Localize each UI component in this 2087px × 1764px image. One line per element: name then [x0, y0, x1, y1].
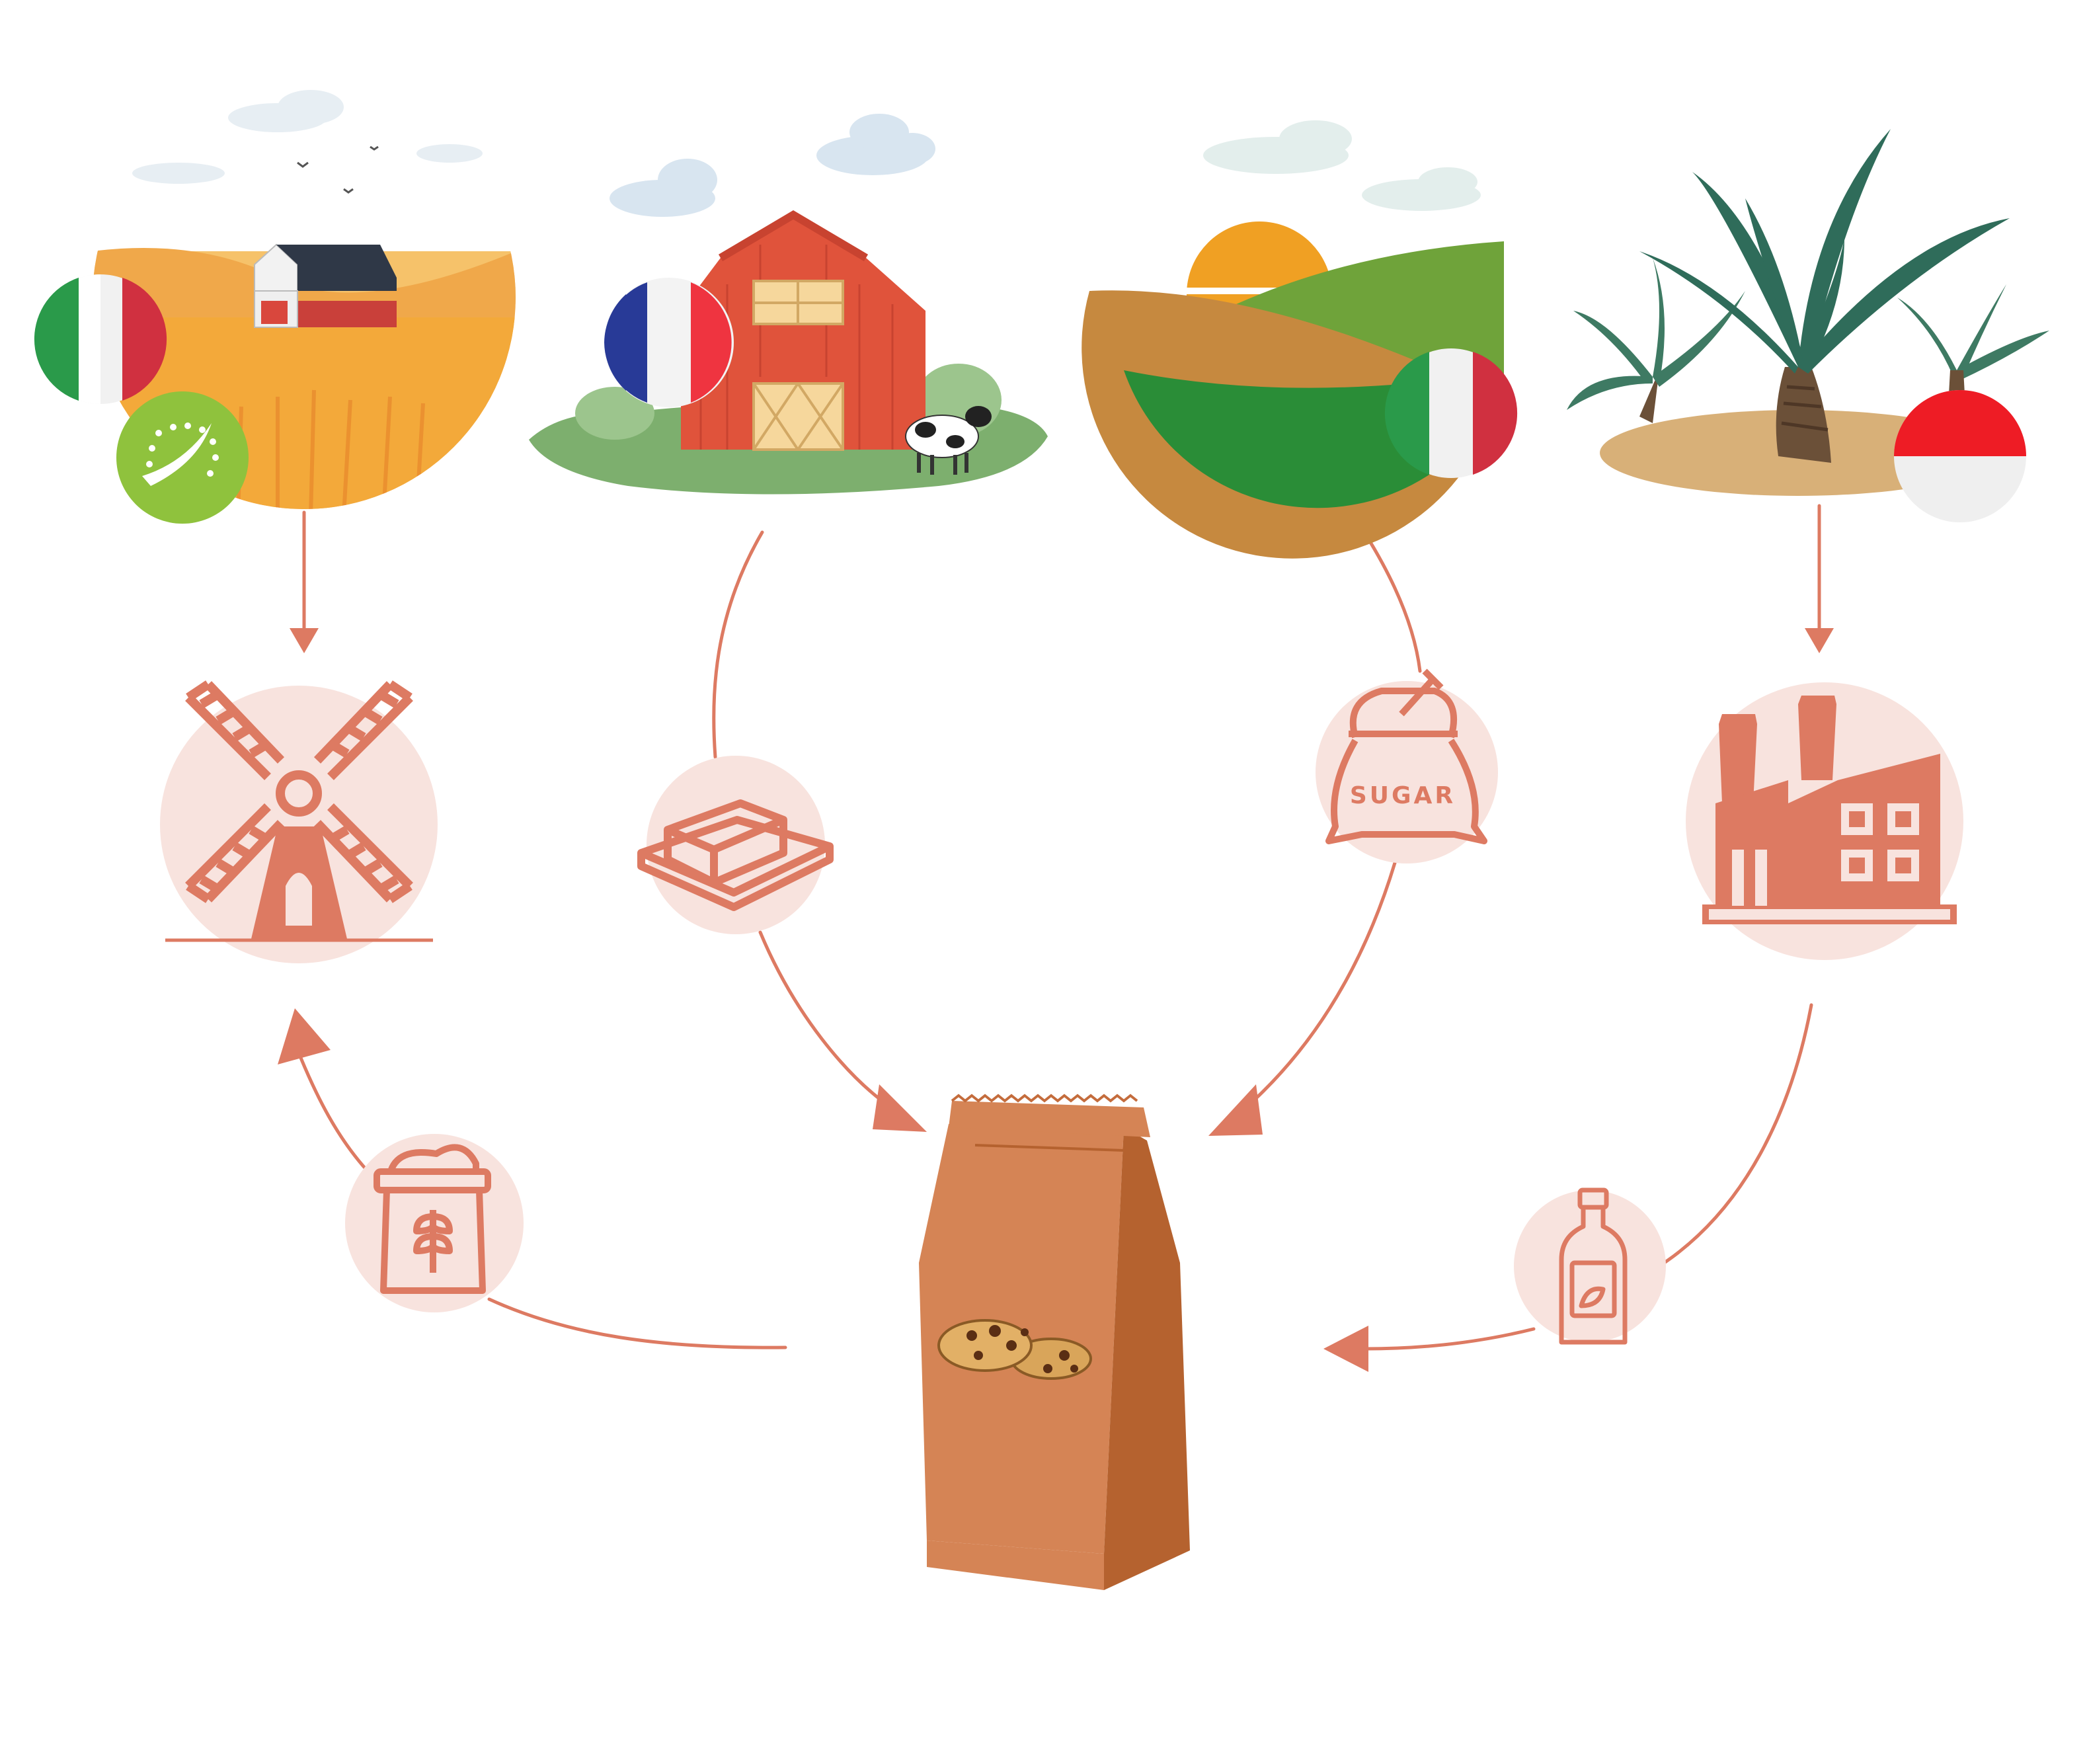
arrowhead-mill	[290, 628, 319, 653]
oil-node	[1514, 1187, 1666, 1345]
arrowhead-flour-mill	[278, 1008, 331, 1064]
arrowhead-factory	[1805, 628, 1834, 653]
arrowheads	[278, 628, 1834, 1372]
palm-fronds	[1639, 129, 2010, 374]
palm-plantation-scene	[1567, 129, 2049, 522]
cow	[905, 406, 992, 475]
arrow-oil-to-bag	[1363, 1327, 1536, 1351]
factory-node	[1686, 682, 1963, 960]
arrow-flour-to-mill	[299, 1056, 369, 1172]
bag-side	[1104, 1127, 1190, 1590]
arrowhead-butter-bag	[873, 1084, 927, 1132]
arrows	[299, 504, 1821, 1351]
flag-indonesia-icon	[1894, 390, 2026, 522]
cookie-bag-icon	[919, 1094, 1190, 1590]
barn	[681, 210, 925, 451]
eu-organic-icon	[116, 391, 249, 524]
birds	[297, 145, 379, 194]
butter-node	[637, 756, 834, 934]
oil-bottle-icon	[1559, 1187, 1628, 1345]
sugar-label: SUGAR	[1350, 782, 1456, 809]
arrow-fields-to-sugar	[1365, 535, 1422, 673]
factory-icon	[1702, 696, 1957, 924]
arrow-factory-to-oil	[1657, 1003, 1813, 1268]
arrow-butter-to-bag	[758, 930, 898, 1113]
arrowhead-sugar-bag	[1208, 1084, 1263, 1136]
clouds	[132, 90, 483, 184]
palm-trunk	[1776, 367, 1831, 463]
mill-node	[160, 680, 438, 963]
clouds	[1203, 120, 1481, 211]
clouds	[610, 114, 935, 217]
windmill-icon	[185, 680, 413, 903]
sugar-node: SUGAR	[1316, 668, 1498, 863]
bag-top-seal	[949, 1101, 1150, 1137]
sugar-sack-icon	[1325, 668, 1487, 844]
arrow-bag-to-flour	[487, 1297, 787, 1349]
arrow-barn-to-butter	[712, 530, 764, 759]
flour-node	[345, 1134, 524, 1312]
flag-italy-icon	[1384, 348, 1518, 478]
farmhouse	[254, 243, 397, 328]
arrow-sugar-to-bag	[1244, 861, 1397, 1109]
flour-sack-icon	[374, 1144, 491, 1294]
flag-italy-icon	[34, 274, 167, 404]
cookies	[937, 1319, 1092, 1380]
flag-france-icon	[604, 278, 734, 407]
palm-trees	[1567, 129, 2049, 463]
arrowhead-oil-bag	[1323, 1326, 1368, 1372]
wheat-farm-scene	[34, 90, 516, 524]
sugar-fields-scene	[1082, 120, 1518, 559]
butter-icon	[637, 799, 834, 911]
dairy-barn-scene	[529, 114, 1048, 495]
